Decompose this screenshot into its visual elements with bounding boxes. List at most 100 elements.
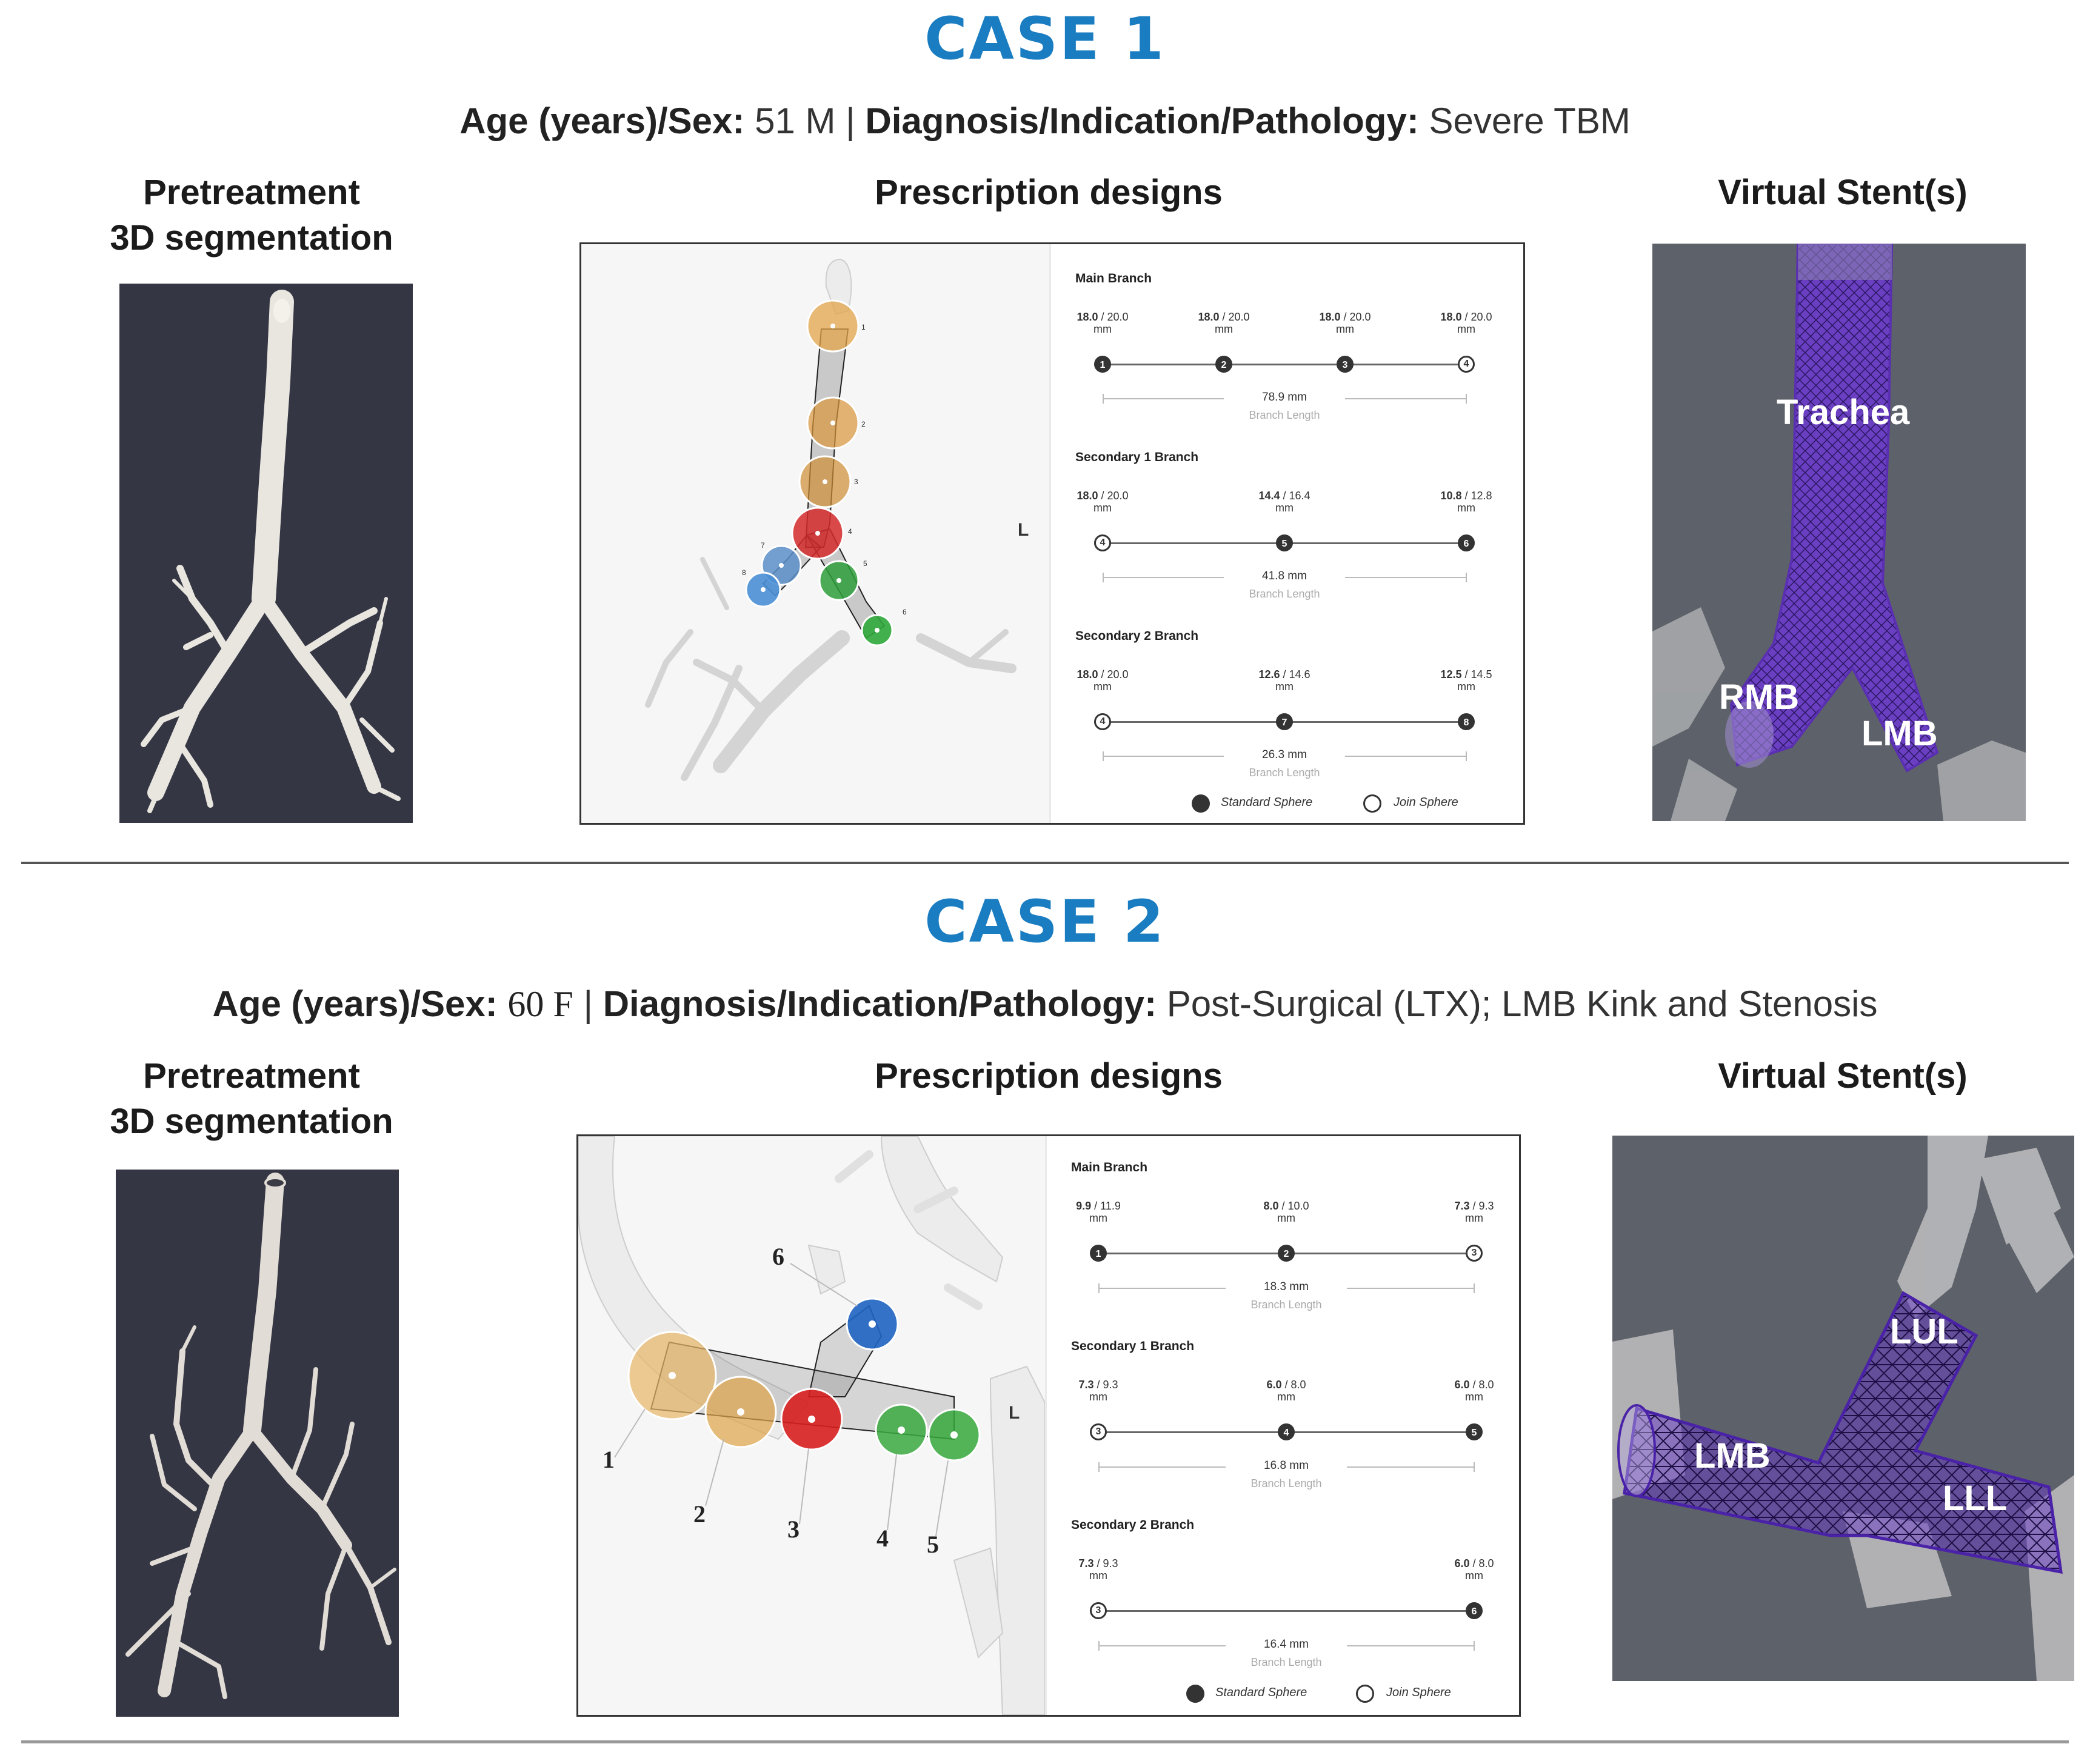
branch-length-caption: Branch Length [1249,588,1320,600]
stent-label-rmb: RMB [1719,677,1800,717]
branch-length-caption: Branch Length [1249,767,1320,779]
orientation-label: L [1018,520,1029,540]
sphere-node-join: 3 [1090,1423,1107,1440]
standard-sphere-legend: Standard Sphere [1221,796,1313,809]
segmentation-image [119,284,413,823]
length-tick [1474,1283,1475,1293]
join-sphere-legend-icon [1356,1685,1374,1703]
branch-length: 41.8 mm [1224,570,1345,583]
stents-heading: Virtual Stent(s) [1718,1056,1968,1096]
sphere-node-standard: 2 [1278,1245,1295,1262]
bottom-divider [21,1740,2069,1743]
virtual-stent-image: LUL LMB LLL [1612,1136,2074,1681]
sphere-model-view: 1 2 3 4 5 6 L [578,1136,1045,1715]
sphere-node-standard: 8 [1458,713,1475,730]
sphere-node-standard: 1 [1094,356,1111,373]
age-sex-label: Age (years)/Sex: [459,101,745,141]
sphere-model-view: 1 2 3 4 5 6 7 8 L [581,244,1049,823]
age-sex-label: Age (years)/Sex: [212,984,498,1024]
length-tick [1466,751,1467,761]
sphere-node-standard: 5 [1276,534,1293,551]
sphere-node-standard: 1 [1090,1245,1107,1262]
sphere-label-3: 3 [854,478,858,486]
segmentation-image [116,1170,399,1717]
sphere-node-standard: 6 [1458,534,1475,551]
sphere-label-4: 4 [876,1525,889,1552]
branch-track [1098,1610,1474,1612]
branch-title-secondary-1: Secondary 1 Branch [1075,450,1199,464]
meta-separator: | [583,984,593,1024]
stent-label-trachea: Trachea [1777,393,1910,432]
orientation-label: L [1009,1403,1020,1423]
sphere-node-join: 4 [1458,356,1475,373]
pretreatment-heading: Pretreatment 3D segmentation [85,170,418,261]
branch-title-secondary-1: Secondary 1 Branch [1071,1339,1195,1353]
branch-length: 16.8 mm [1226,1459,1347,1473]
branch-length: 78.9 mm [1224,391,1345,404]
virtual-stent-image: Trachea RMB LMB [1652,244,2026,821]
branch-title-secondary-2: Secondary 2 Branch [1071,1518,1195,1532]
meta-separator: | [846,101,855,141]
sphere-label-5: 5 [927,1531,939,1558]
sphere-model-graphic [578,1136,1045,1715]
airway-tree-graphic [141,290,401,813]
prescription-heading: Prescription designs [875,173,1223,212]
case-1-title: CASE 1 [924,5,1166,73]
case-1-meta: Age (years)/Sex: 51 M | Diagnosis/Indica… [0,100,2090,142]
stent-mesh-graphic [1652,244,2026,821]
pretreatment-heading-line2: 3D segmentation [110,1102,393,1141]
length-tick [1103,751,1104,761]
prescription-heading: Prescription designs [875,1056,1223,1096]
sphere-label-1: 1 [861,323,866,331]
diagnosis-value: Severe TBM [1429,101,1631,141]
sphere-node-join: 3 [1090,1602,1107,1619]
sphere-label-2: 2 [693,1500,706,1528]
case-2-title: CASE 2 [924,888,1166,956]
panel-divider [1049,244,1051,823]
length-tick [1103,573,1104,582]
length-tick [1466,394,1467,404]
branch-length-caption: Branch Length [1250,1299,1322,1311]
sphere-label-5: 5 [863,559,867,568]
branch-length-caption: Branch Length [1250,1477,1322,1489]
length-tick [1098,1462,1100,1472]
stents-heading: Virtual Stent(s) [1718,173,1968,212]
join-sphere-legend: Join Sphere [1386,1686,1451,1699]
age-sex-value: 60 F [507,984,573,1024]
branch-length-caption: Branch Length [1249,409,1320,421]
panel-divider [1045,1136,1047,1715]
case-2-meta: Age (years)/Sex: 60 F | Diagnosis/Indica… [0,983,2090,1025]
branch-title-secondary-2: Secondary 2 Branch [1075,629,1199,643]
length-tick [1474,1641,1475,1651]
sphere-node-join: 4 [1094,713,1111,730]
branch-title-main: Main Branch [1071,1160,1148,1174]
standard-sphere-legend: Standard Sphere [1215,1686,1307,1699]
length-tick [1466,573,1467,582]
sphere-node-standard: 5 [1466,1423,1483,1440]
prescription-panel: 1 2 3 4 5 6 7 8 L Main Branch 18.0 / 20.… [579,242,1525,825]
sphere-label-3: 3 [787,1516,800,1543]
standard-sphere-legend-icon [1186,1685,1204,1703]
sphere-node-standard: 6 [1466,1602,1483,1619]
sphere-label-6: 6 [772,1243,784,1270]
sphere-node-standard: 4 [1278,1423,1295,1440]
sphere-label-1: 1 [603,1446,615,1473]
pretreatment-heading-line1: Pretreatment [143,1056,360,1096]
branch-length-caption: Branch Length [1250,1656,1322,1668]
stent-mesh-graphic [1612,1136,2074,1681]
sphere-node-standard: 3 [1337,356,1354,373]
